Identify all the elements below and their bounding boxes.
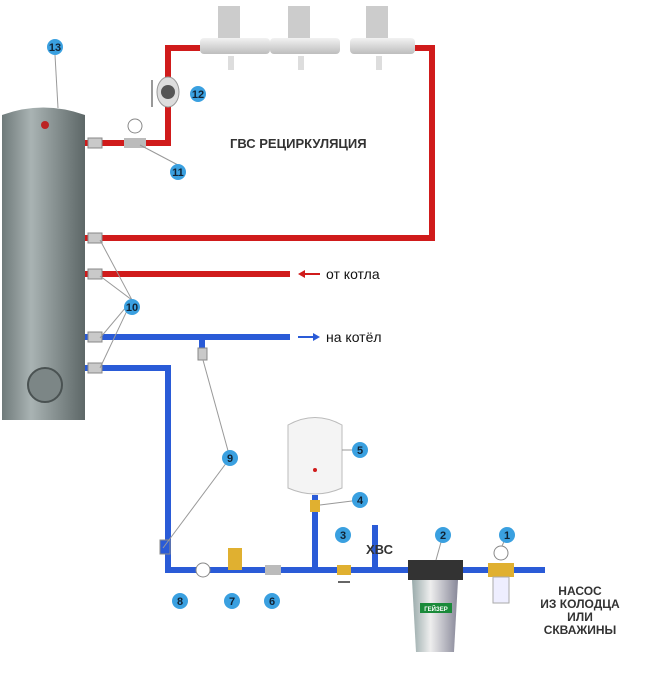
svg-text:7: 7: [229, 596, 235, 608]
marker-6: 6: [264, 593, 280, 609]
marker-10: 10: [124, 299, 140, 315]
circulation-pump-12: [151, 76, 180, 108]
svg-text:ИЛИ: ИЛИ: [567, 610, 593, 624]
expansion-tank: [287, 417, 343, 495]
mesh-filter-1: [488, 545, 514, 604]
marker-12: 12: [190, 86, 206, 102]
svg-text:12: 12: [192, 89, 204, 101]
svg-text:6: 6: [269, 596, 275, 608]
marker-3: 3: [335, 527, 351, 543]
svg-text:10: 10: [126, 302, 138, 314]
svg-text:2: 2: [440, 530, 446, 542]
check-valve-3: [337, 565, 351, 575]
svg-text:8: 8: [177, 596, 183, 608]
svg-text:1: 1: [504, 530, 510, 542]
valve-4: [310, 500, 320, 512]
marker-13: 13: [47, 39, 63, 55]
cold-water-pipes: [85, 334, 545, 573]
leader-lines: [54, 54, 508, 561]
svg-text:НАСОС: НАСОС: [558, 584, 602, 598]
fittings: [87, 137, 208, 555]
filter-geyser: ГЕЙЗЕР: [408, 560, 463, 652]
svg-text:11: 11: [172, 167, 184, 179]
gauge-8: [195, 562, 211, 578]
arrow-head-left-icon: [298, 270, 305, 278]
svg-text:13: 13: [49, 42, 61, 54]
water-heater-tank: [2, 107, 85, 420]
svg-text:ИЗ КОЛОДЦА: ИЗ КОЛОДЦА: [540, 597, 620, 611]
marker-5: 5: [352, 442, 368, 458]
pressure-gauge-11: [124, 118, 146, 148]
marker-7: 7: [224, 593, 240, 609]
svg-text:4: 4: [357, 495, 364, 507]
svg-text:3: 3: [340, 530, 346, 542]
arrow-head-right-icon: [313, 333, 320, 341]
marker-11: 11: [170, 164, 186, 180]
marker-1: 1: [499, 527, 515, 543]
to-boiler-label: на котёл: [326, 329, 382, 345]
svg-text:СКВАЖИНЫ: СКВАЖИНЫ: [544, 623, 617, 637]
svg-text:5: 5: [357, 445, 363, 457]
water-source-label: НАСОС ИЗ КОЛОДЦА ИЛИ СКВАЖИНЫ: [540, 584, 620, 637]
faucets: [200, 6, 415, 70]
marker-9: 9: [222, 450, 238, 466]
marker-4: 4: [352, 492, 368, 508]
from-boiler-label: от котла: [326, 266, 380, 282]
marker-2: 2: [435, 527, 451, 543]
ball-valve-6: [265, 565, 281, 575]
svg-text:9: 9: [227, 453, 233, 465]
marker-8: 8: [172, 593, 188, 609]
safety-valve-7: [228, 548, 242, 570]
filter-brand-label: ГЕЙЗЕР: [424, 605, 447, 613]
cold-water-label: ХВС: [366, 542, 394, 557]
recirculation-title: ГВС РЕЦИРКУЛЯЦИЯ: [230, 136, 367, 151]
